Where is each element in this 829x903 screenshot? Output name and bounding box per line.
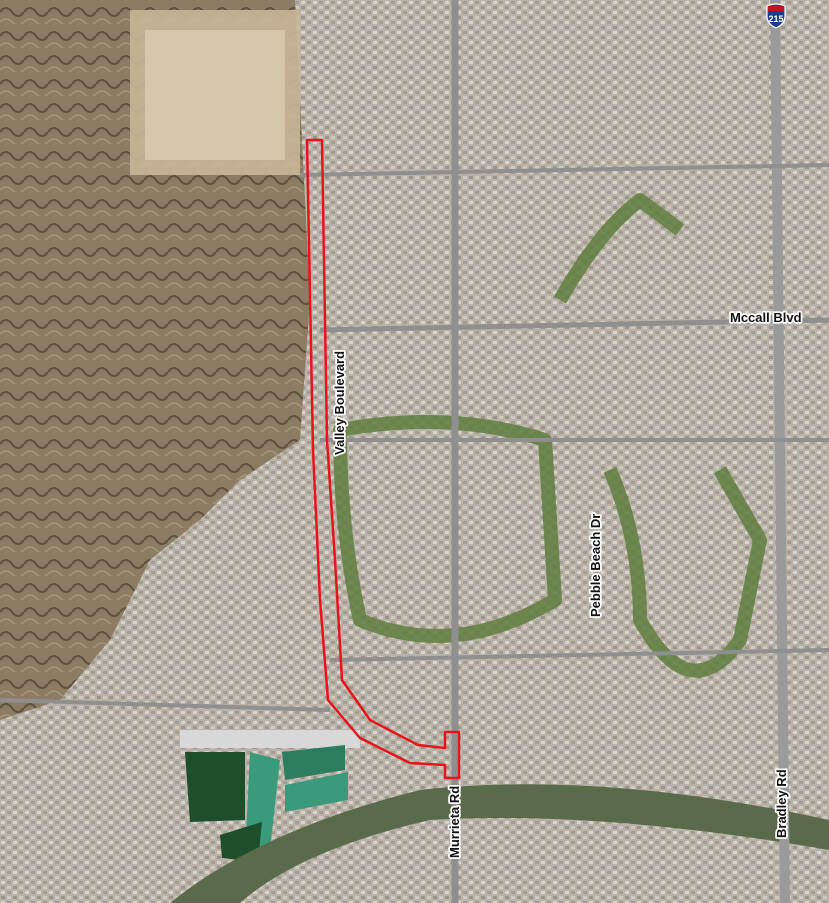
water-treatment-ponds <box>180 730 360 862</box>
label-valley-boulevard: Valley Boulevard <box>332 351 347 455</box>
graded-lots <box>145 30 285 160</box>
label-murrieta-rd: Murrieta Rd <box>447 786 462 858</box>
interstate-shield-icon: 215 <box>766 3 786 29</box>
river-channel <box>170 784 829 903</box>
label-pebble-beach-dr: Pebble Beach Dr <box>588 514 603 617</box>
golf-course <box>333 193 767 678</box>
label-bradley-rd: Bradley Rd <box>774 769 789 838</box>
interstate-shield-number: 215 <box>768 14 783 24</box>
label-mccall-blvd: Mccall Blvd <box>730 310 802 325</box>
project-outline <box>305 138 461 780</box>
